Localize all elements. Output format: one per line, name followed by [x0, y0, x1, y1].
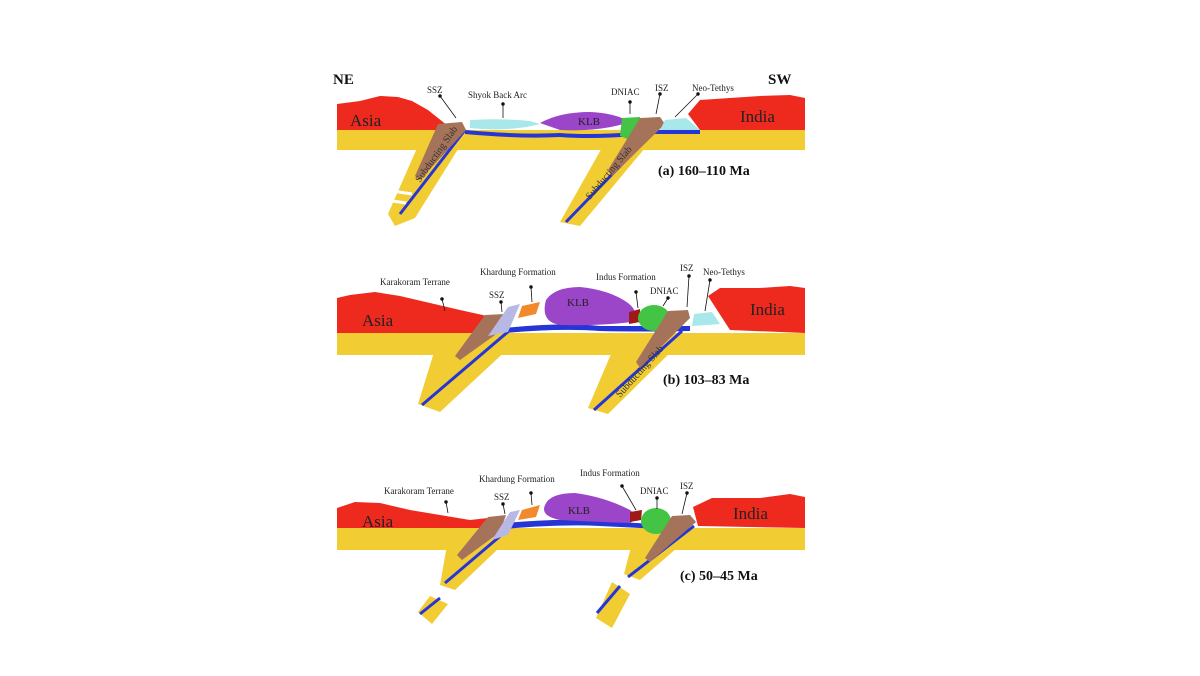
- label-neo-tethys: Neo-Tethys: [703, 267, 745, 277]
- detached-slab: [596, 582, 630, 628]
- label-indus-formation: Indus Formation: [596, 272, 656, 282]
- ssz-sliver: [492, 510, 520, 540]
- isz-wedge: [636, 310, 690, 368]
- panel-b: KLB Asia India Subducting Slab Karakoram…: [337, 263, 805, 414]
- khardung-formation: [518, 505, 540, 520]
- label-indus-formation: Indus Formation: [580, 468, 640, 478]
- label-dniac: DNIAC: [611, 87, 640, 97]
- india-label: India: [733, 504, 768, 523]
- slab-line: [398, 129, 467, 215]
- asia-label: Asia: [362, 311, 394, 330]
- neo-tethys: [660, 118, 700, 130]
- indus-formation: [629, 309, 640, 324]
- klb-label: KLB: [578, 116, 600, 128]
- mantle-layer: [337, 130, 805, 150]
- label-dniac: DNIAC: [650, 286, 679, 296]
- label-karakoram-terrane: Karakoram Terrane: [384, 486, 454, 496]
- mantle-layer: [337, 528, 805, 550]
- india-label: India: [740, 107, 775, 126]
- klb-label: KLB: [568, 505, 590, 517]
- ssz-wedge: [455, 314, 505, 360]
- asia-label: Asia: [362, 512, 394, 531]
- india-continent: [693, 494, 805, 528]
- label-isz: ISZ: [680, 263, 694, 273]
- ssz-sliver: [488, 304, 520, 336]
- label-ssz: SSZ: [427, 85, 443, 95]
- label-khardung-formation: Khardung Formation: [479, 474, 555, 484]
- indus-formation: [630, 510, 642, 522]
- panel-a: NE SW KLB Asia India Subducting Sla: [333, 72, 805, 226]
- label-ssz: SSZ: [489, 290, 505, 300]
- india-continent: [688, 95, 805, 130]
- klb-label: KLB: [567, 297, 589, 309]
- asia-continent: [337, 96, 452, 130]
- ssz-wedge: [457, 515, 506, 560]
- label-khardung-formation: Khardung Formation: [480, 267, 556, 277]
- asia-continent: [337, 502, 488, 528]
- asia-label: Asia: [350, 111, 382, 130]
- label-isz: ISZ: [680, 481, 694, 491]
- detached-slab: [418, 596, 448, 624]
- shyok-back-arc: [470, 119, 540, 130]
- left-subducting-slab: [418, 333, 525, 412]
- panel-caption: (c) 50–45 Ma: [680, 569, 758, 584]
- dniac: [641, 508, 671, 534]
- neo-tethys: [692, 312, 720, 326]
- isz-wedge: [645, 515, 696, 562]
- asia-continent: [337, 292, 487, 333]
- panel-caption: (a) 160–110 Ma: [658, 164, 750, 179]
- ssz-wedge: [415, 122, 466, 180]
- panel-caption: (b) 103–83 Ma: [663, 373, 749, 388]
- india-label: India: [750, 300, 785, 319]
- india-continent: [708, 286, 805, 333]
- panel-c: KLB Asia India Karakoram Terrane SSZ Kha…: [337, 468, 805, 628]
- klb-block: [544, 493, 635, 523]
- isz-wedge: [608, 117, 665, 176]
- label-karakoram-terrane: Karakoram Terrane: [380, 277, 450, 287]
- label-isz: ISZ: [655, 83, 669, 93]
- klb-block: [544, 287, 636, 326]
- label-dniac: DNIAC: [640, 486, 669, 496]
- khardung-formation: [518, 302, 540, 318]
- direction-sw: SW: [768, 72, 791, 88]
- label-ssz: SSZ: [494, 492, 510, 502]
- direction-ne: NE: [333, 72, 354, 88]
- label-neo-tethys: Neo-Tethys: [692, 83, 734, 93]
- mantle-layer: [337, 333, 805, 355]
- label-shyok-back-arc: Shyok Back Arc: [468, 90, 527, 100]
- left-subducting-slab: [440, 528, 520, 590]
- klb-block: [540, 112, 630, 131]
